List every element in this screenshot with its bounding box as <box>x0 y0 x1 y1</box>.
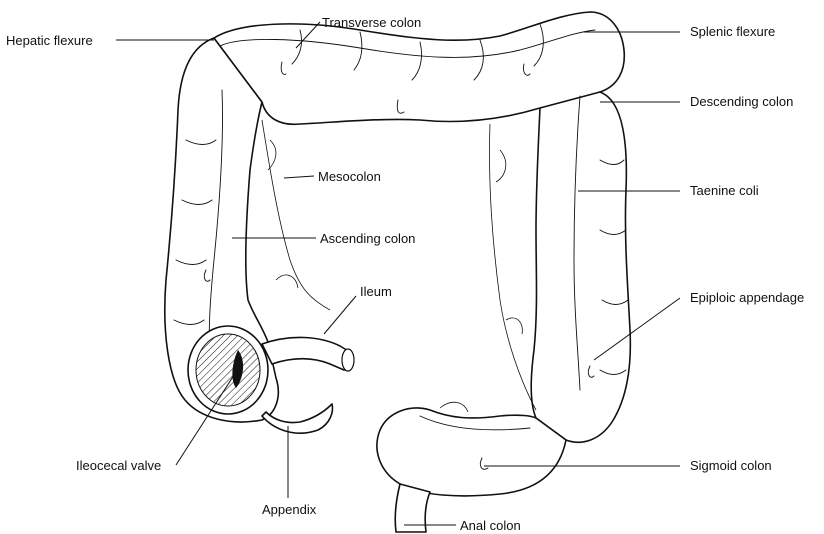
label-appendix: Appendix <box>262 502 317 517</box>
descending-colon-shape <box>531 92 630 442</box>
label-transverse-colon: Transverse colon <box>322 15 421 30</box>
label-sigmoid-colon: Sigmoid colon <box>690 458 772 473</box>
label-ileocecal-valve: Ileocecal valve <box>76 458 161 473</box>
label-epiploic-appendage: Epiploic appendage <box>690 290 804 305</box>
label-anal-colon: Anal colon <box>460 518 521 533</box>
label-ileum: Ileum <box>360 284 392 299</box>
ileum-shape <box>262 337 352 370</box>
label-mesocolon: Mesocolon <box>318 169 381 184</box>
label-ascending-colon: Ascending colon <box>320 231 415 246</box>
label-splenic-flexure: Splenic flexure <box>690 24 775 39</box>
colon-illustration <box>165 12 631 532</box>
label-taenine-coli: Taenine coli <box>690 183 759 198</box>
label-descending-colon: Descending colon <box>690 94 793 109</box>
label-hepatic-flexure: Hepatic flexure <box>6 33 93 48</box>
sigmoid-colon-shape <box>377 408 566 496</box>
